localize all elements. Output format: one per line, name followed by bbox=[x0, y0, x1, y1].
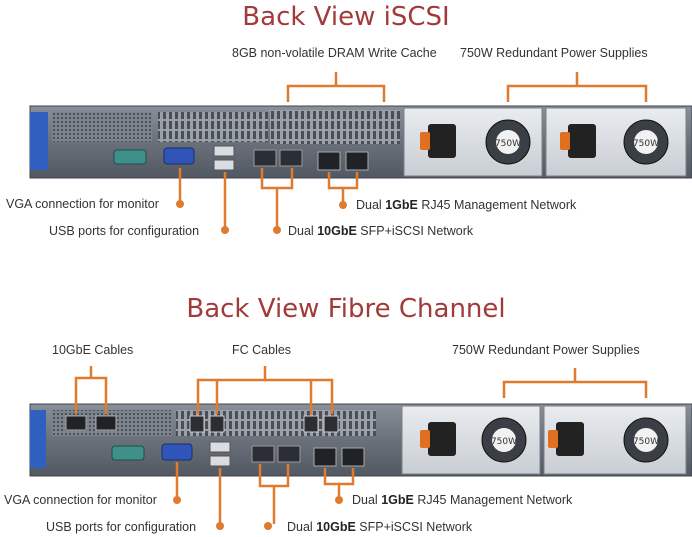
fc-mgmt-label: Dual 1GbE RJ45 Management Network bbox=[352, 493, 573, 507]
fc-serial-port bbox=[111, 445, 145, 461]
fc-port-4 bbox=[323, 415, 339, 433]
iscsi-sfp-port-2 bbox=[279, 149, 303, 167]
iscsi-rj45-port-1 bbox=[317, 151, 341, 171]
fc-port-2 bbox=[209, 415, 225, 433]
iscsi-usb-label: USB ports for configuration bbox=[49, 224, 200, 238]
fc-cables-label: FC Cables bbox=[232, 343, 292, 357]
iscsi-net-label: Dual 10GbE SFP+iSCSI Network bbox=[288, 224, 474, 238]
fc-callouts bbox=[74, 366, 648, 524]
fc-psu-2-badge: 750W bbox=[633, 437, 659, 447]
iscsi-vga-port bbox=[163, 147, 195, 165]
iscsi-usb-port-2 bbox=[213, 159, 235, 171]
iscsi-serial-port bbox=[113, 149, 147, 165]
fc-sfp-port-1 bbox=[251, 445, 275, 463]
iscsi-callouts bbox=[178, 72, 648, 228]
fc-psu-label: 750W Redundant Power Supplies bbox=[452, 343, 640, 357]
fc-chassis: 750W 750W bbox=[29, 403, 692, 477]
iscsi-cache-label: 8GB non-volatile DRAM Write Cache bbox=[232, 46, 437, 60]
fc-vga-label: VGA connection for monitor bbox=[4, 493, 157, 507]
iscsi-psu-label: 750W Redundant Power Supplies bbox=[460, 46, 648, 60]
fc-blue-tab bbox=[30, 410, 46, 468]
fc-usb-label: USB ports for configuration bbox=[46, 520, 197, 534]
fc-10gbe-cables-label: 10GbE Cables bbox=[52, 343, 134, 357]
fc-net-label: Dual 10GbE SFP+iSCSI Network bbox=[287, 520, 473, 534]
iscsi-title: Back View iSCSI bbox=[242, 2, 450, 32]
iscsi-psu-2-badge: 750W bbox=[633, 139, 659, 149]
fc-10gbe-port-2 bbox=[95, 415, 117, 431]
fc-10gbe-port-1 bbox=[65, 415, 87, 431]
iscsi-chassis: 750W 750W bbox=[29, 105, 692, 179]
iscsi-mgmt-label: Dual 1GbE RJ45 Management Network bbox=[356, 198, 577, 212]
fc-title: Back View Fibre Channel bbox=[186, 294, 506, 324]
iscsi-callout-dots bbox=[176, 200, 347, 234]
fc-usb-port-1 bbox=[209, 441, 231, 453]
fc-rj45-port-2 bbox=[341, 447, 365, 467]
fc-port-3 bbox=[303, 415, 319, 433]
fc-usb-port-2 bbox=[209, 455, 231, 467]
fc-rj45-port-1 bbox=[313, 447, 337, 467]
fc-sfp-port-2 bbox=[277, 445, 301, 463]
fc-callout-dots bbox=[173, 496, 343, 530]
iscsi-sfp-port-1 bbox=[253, 149, 277, 167]
iscsi-usb-port-1 bbox=[213, 145, 235, 157]
fc-psu-1-badge: 750W bbox=[491, 437, 517, 447]
iscsi-blue-tab bbox=[30, 112, 48, 170]
iscsi-vga-label: VGA connection for monitor bbox=[6, 197, 159, 211]
fc-port-1 bbox=[189, 415, 205, 433]
fc-vga-port bbox=[161, 443, 193, 461]
iscsi-rj45-port-2 bbox=[345, 151, 369, 171]
iscsi-psu-1-badge: 750W bbox=[495, 139, 521, 149]
